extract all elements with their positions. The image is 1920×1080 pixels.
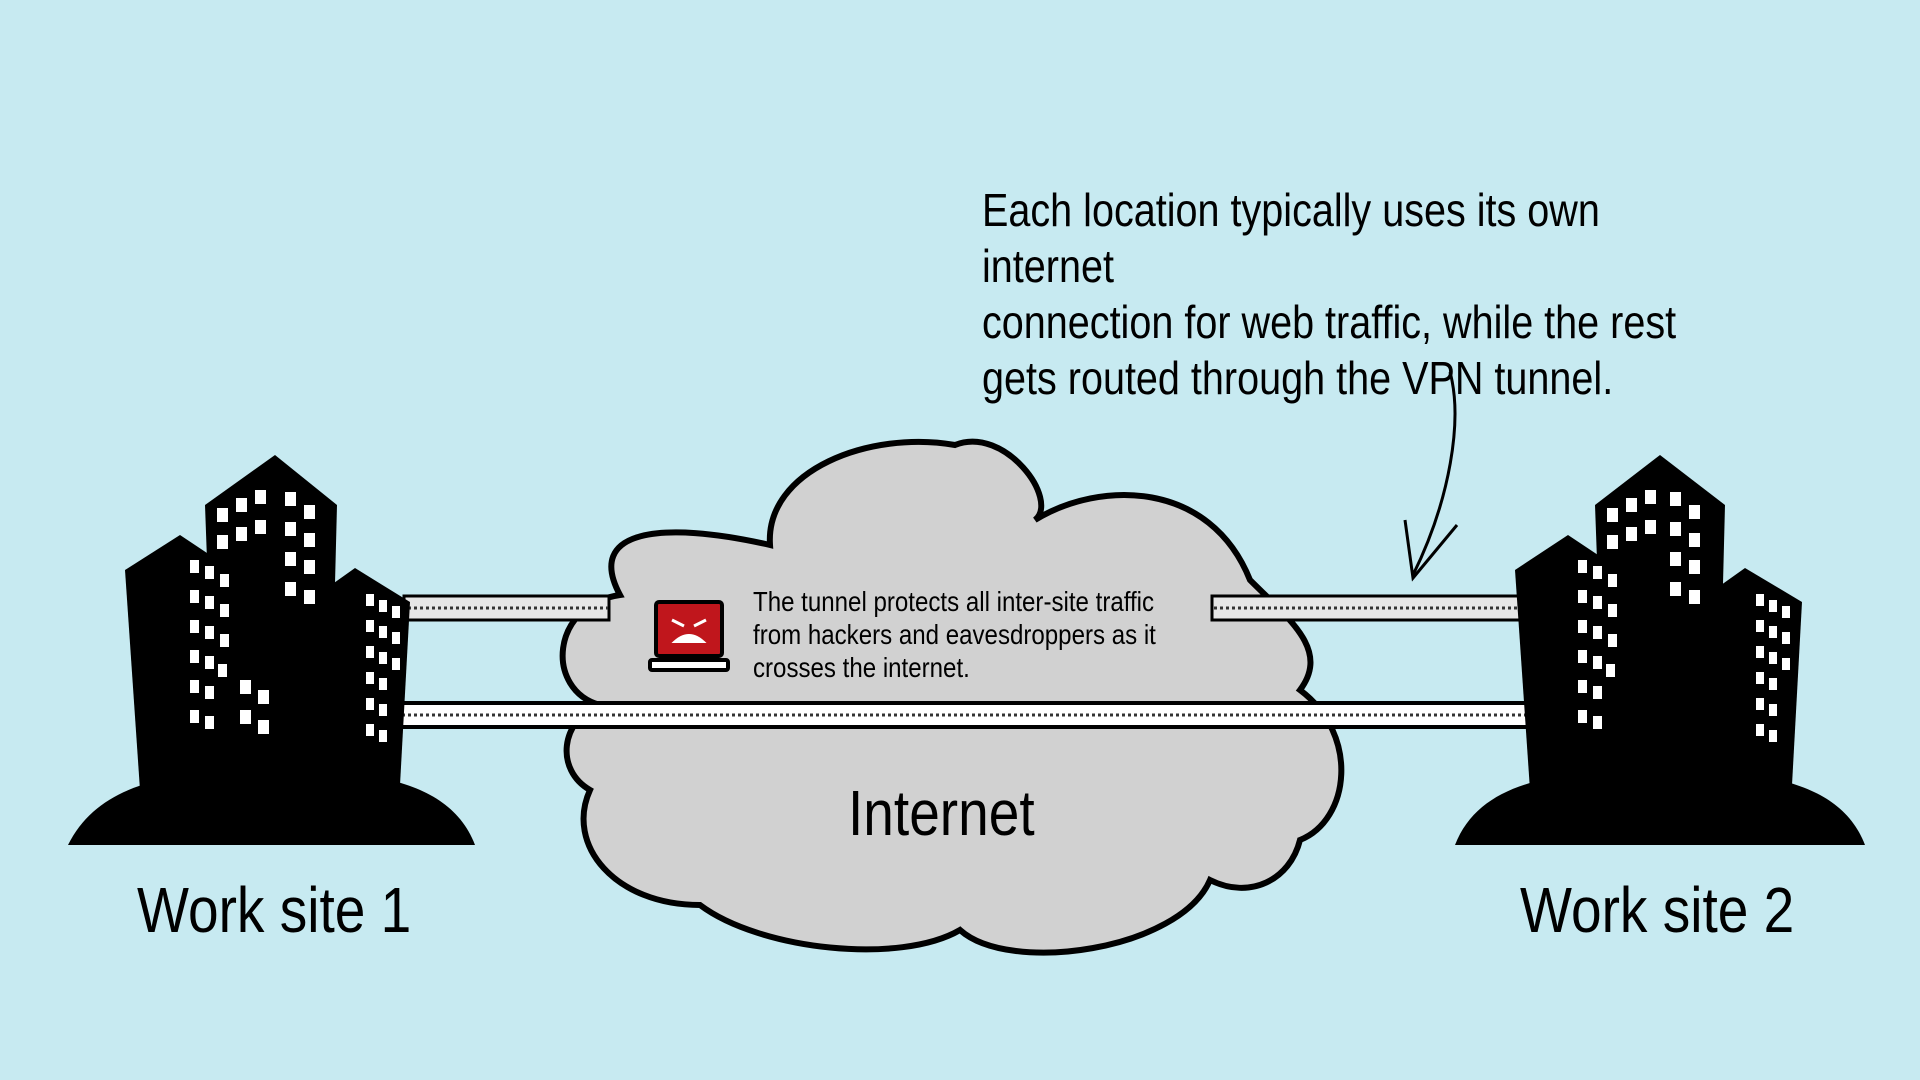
- tunnel-note-line: from hackers and eavesdroppers as it: [753, 619, 1156, 650]
- tunnel-note: The tunnel protects all inter-site traff…: [753, 585, 1183, 684]
- tunnel-note-line: The tunnel protects all inter-site traff…: [753, 586, 1155, 617]
- callout-text: Each location typically uses its own int…: [982, 182, 1704, 406]
- curved-arrow-icon: [1403, 371, 1459, 582]
- tunnel-note-line: crosses the internet.: [753, 652, 970, 683]
- internet-label: Internet: [848, 777, 1035, 849]
- angry-laptop-icon: [648, 600, 730, 672]
- work-site-2-label: Work site 2: [1520, 874, 1795, 946]
- callout-line: Each location typically uses its own int…: [982, 184, 1600, 292]
- upper-tunnel: [402, 594, 1524, 622]
- internet-cloud: [559, 438, 1345, 956]
- callout-line: gets routed through the VPN tunnel.: [982, 352, 1614, 404]
- work-site-1-label: Work site 1: [137, 874, 412, 946]
- callout-line: connection for web traffic, while the re…: [982, 296, 1677, 348]
- vpn-tunnel: [396, 701, 1534, 729]
- office-buildings-icon: [68, 455, 475, 845]
- office-buildings-icon: [1455, 455, 1865, 845]
